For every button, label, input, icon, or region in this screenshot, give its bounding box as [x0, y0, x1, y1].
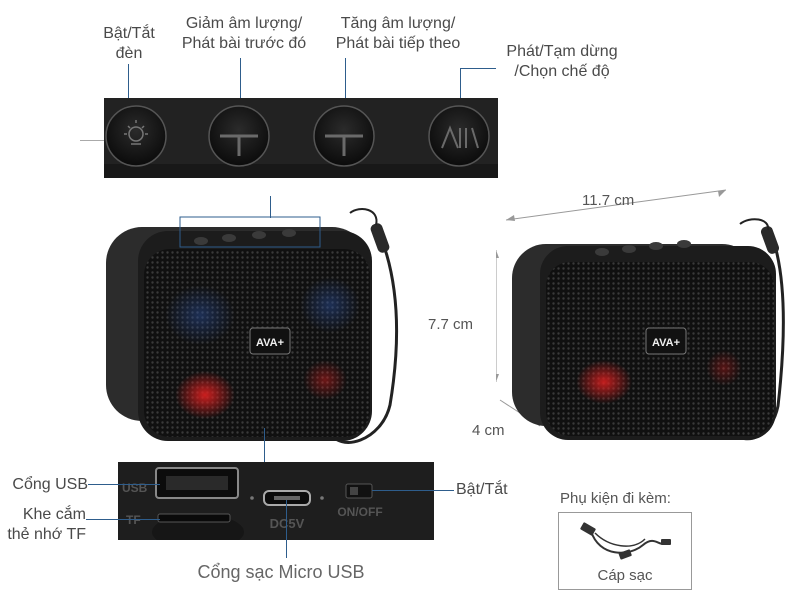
micro-usb-port[interactable] — [263, 490, 311, 506]
side-panel-leader-line — [264, 428, 265, 464]
charge-port-label: Cổng sạc Micro USB — [197, 562, 365, 582]
top-panel-leader-line — [270, 196, 271, 218]
tf-slot-label: Khe cắm thẻ nhớ TF — [7, 506, 86, 543]
tf-panel-label: TF — [126, 513, 141, 527]
charging-cable-label: Cáp sạc — [597, 567, 653, 584]
dc-panel-label: DC5V — [270, 516, 305, 531]
speaker-dimension-view: AVA+ — [496, 189, 785, 441]
tf-leader-line — [86, 519, 160, 520]
volume-up-leader-line — [345, 58, 346, 132]
play-pause-button[interactable] — [428, 105, 490, 167]
play-button-label: Phát/Tạm dừng /Chọn chế độ — [506, 43, 618, 80]
height-dimension: 7.7 cm — [428, 316, 474, 333]
accessories-box: Cáp sạc — [558, 512, 692, 590]
charge-leader-line — [286, 500, 287, 558]
volume-up-label: Tăng âm lượng/ Phát bài tiếp theo — [335, 15, 461, 52]
play-pause-icon — [441, 125, 479, 149]
usb-port-label: Cổng USB — [12, 476, 88, 493]
switch-panel-label: ON/OFF — [337, 505, 382, 519]
light-button-label: Bật/Tắt đèn — [103, 25, 155, 62]
light-button[interactable] — [105, 105, 167, 167]
accessories-title: Phụ kiện đi kèm: — [560, 490, 671, 507]
depth-dimension: 4 cm — [472, 422, 505, 439]
top-buttons-small — [194, 229, 296, 245]
side-port-panel: USB TF DC5V ON/OFF — [118, 462, 434, 540]
closeup-edge-line — [80, 140, 104, 141]
tf-card-slot[interactable] — [157, 513, 231, 523]
power-switch[interactable] — [345, 483, 373, 499]
width-dimension: 11.7 cm — [582, 192, 635, 209]
volume-up-button[interactable] — [313, 105, 375, 167]
volume-down-leader-line — [240, 58, 241, 132]
volume-down-button[interactable] — [208, 105, 270, 167]
switch-leader-line — [372, 490, 454, 491]
power-switch-label: Bật/Tắt — [456, 481, 508, 498]
button-closeup-panel — [104, 98, 498, 178]
play-leader-line-h — [460, 68, 496, 69]
usb-leader-line — [88, 484, 160, 485]
sun-icon — [124, 120, 148, 145]
brand-logo: AVA+ — [256, 337, 284, 349]
speaker-front-view: AVA+ — [106, 208, 399, 444]
usb-port[interactable] — [155, 467, 239, 499]
charging-cable-icon — [580, 522, 671, 560]
brand-logo-dim: AVA+ — [652, 337, 680, 349]
volume-down-label: Giảm âm lượng/ Phát bài trước đó — [181, 15, 307, 52]
